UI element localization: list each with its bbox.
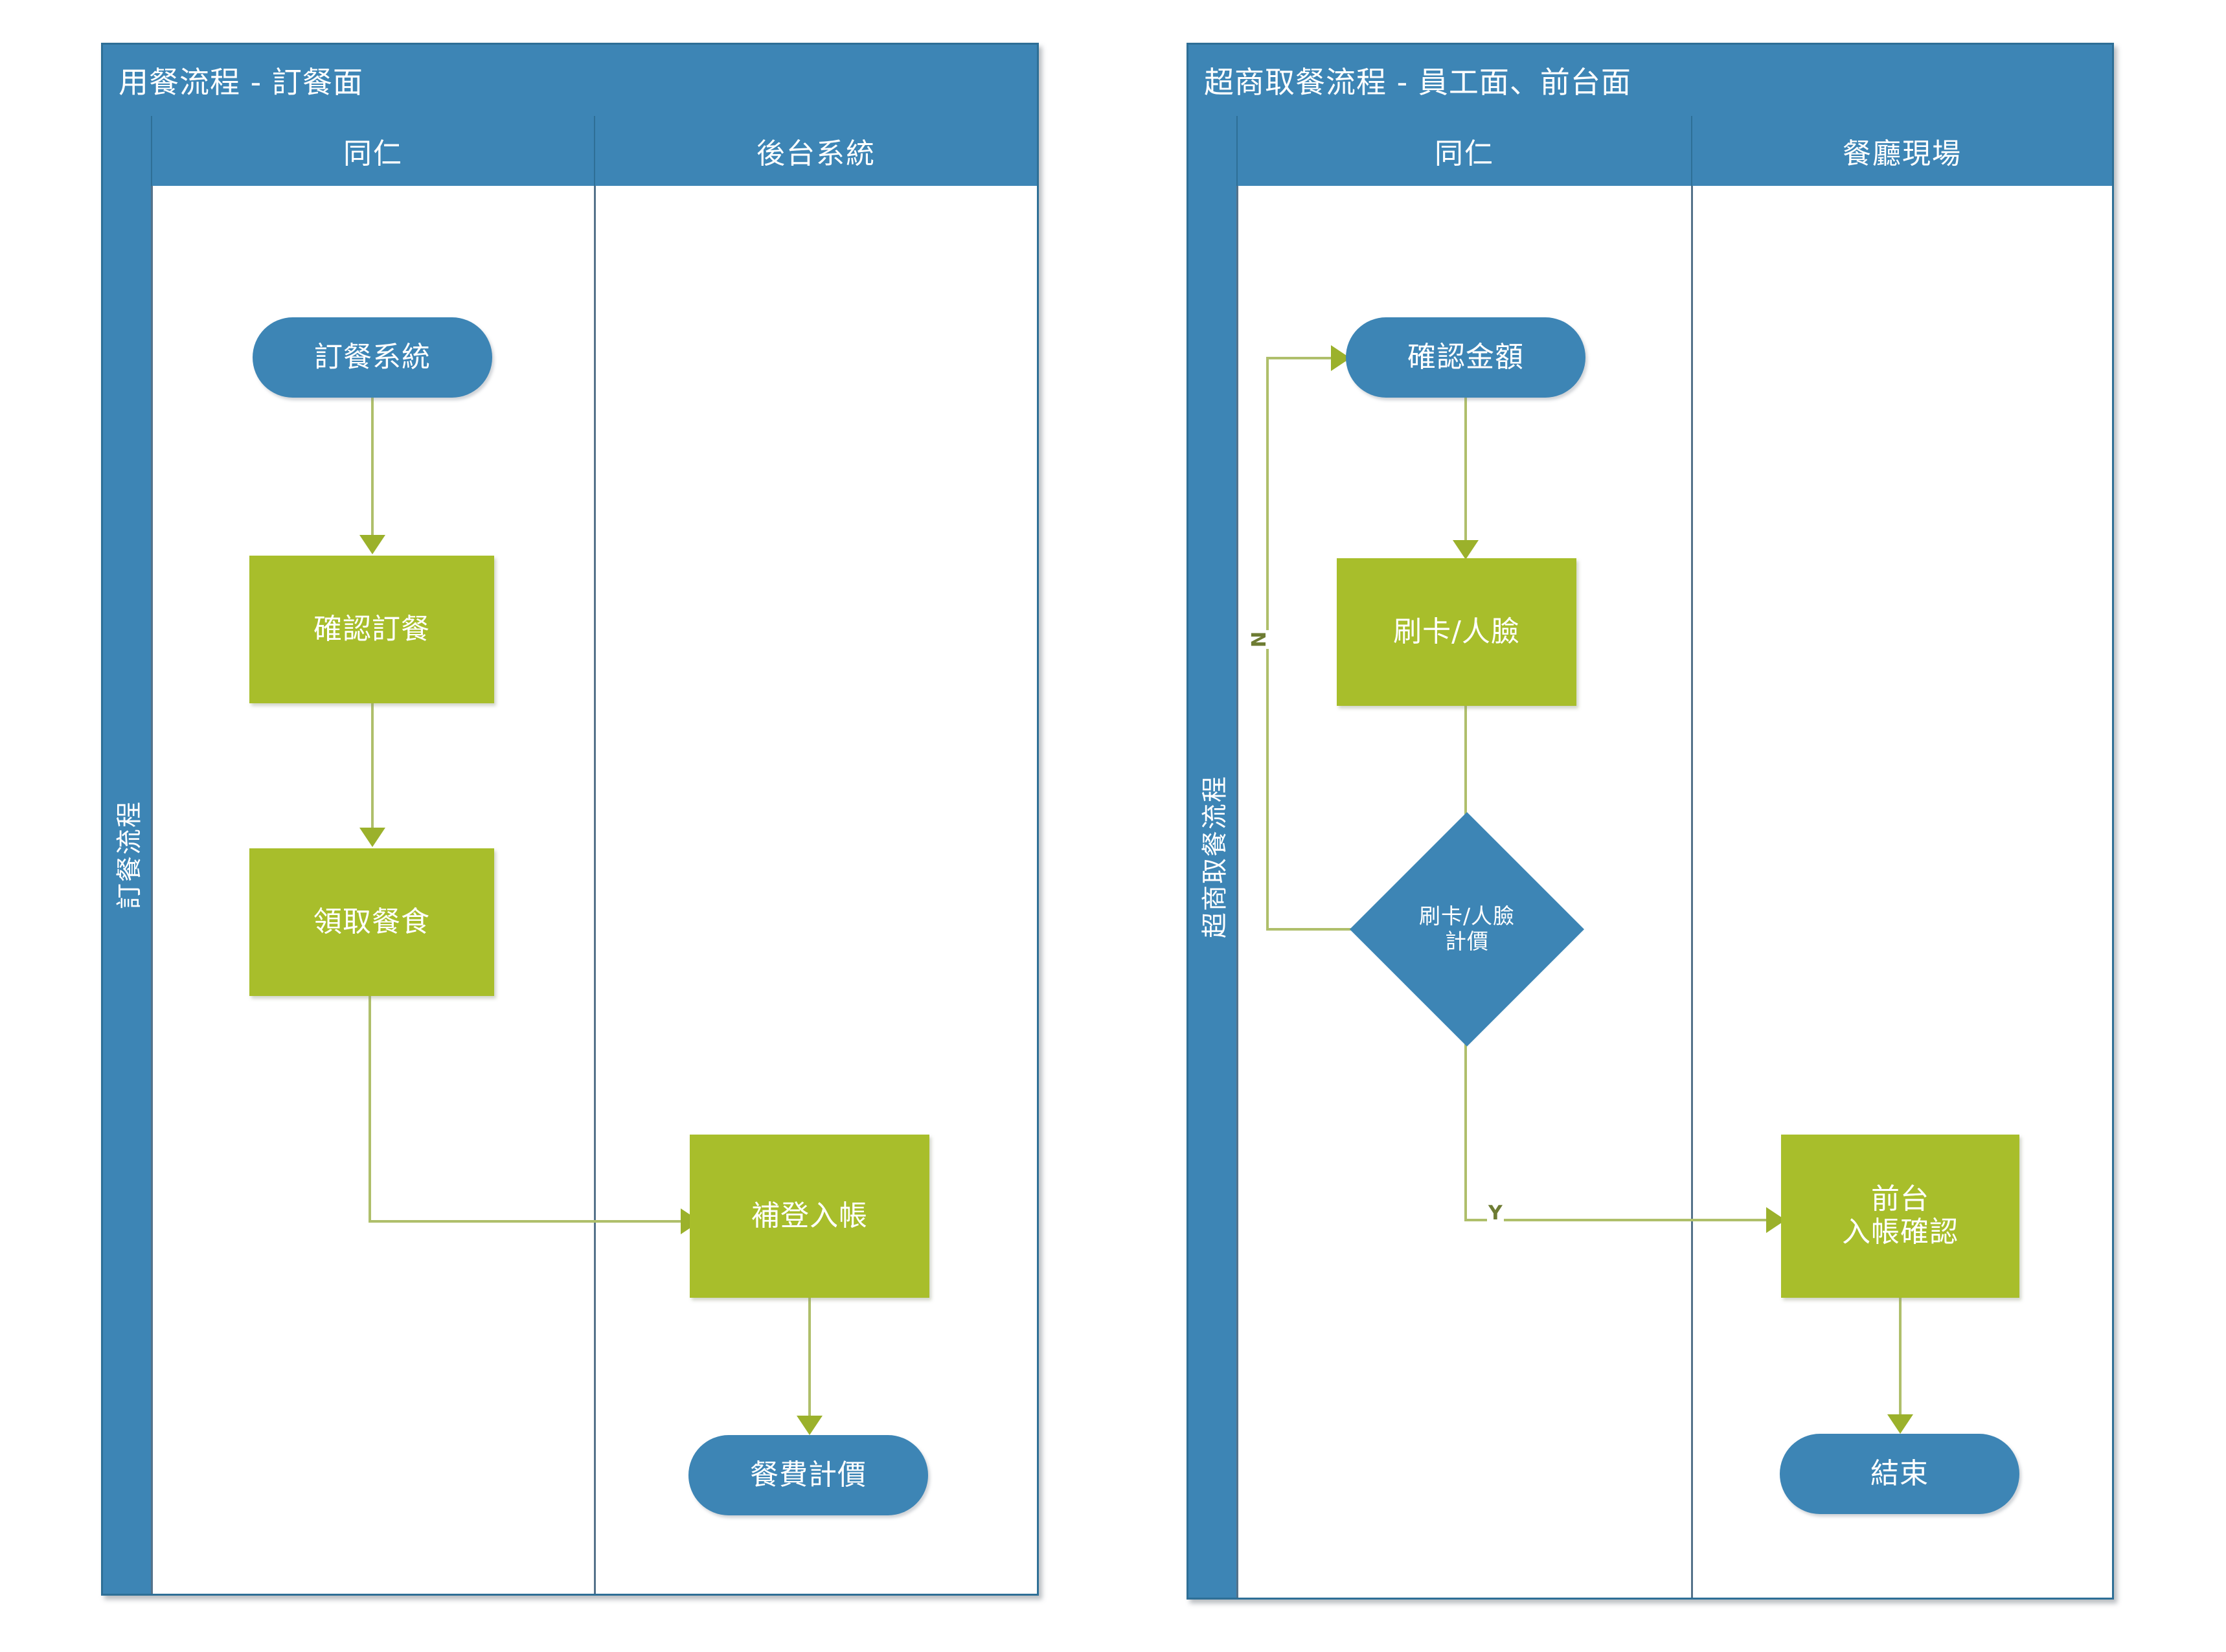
lane-header-backend-label: 後台系統: [756, 137, 876, 170]
pool-vertical-label-text-ordering: 訂餐流程: [115, 800, 144, 909]
lane-header-restaurant-label: 餐廳現場: [1843, 137, 1962, 170]
pool-title-convenience: 超商取餐流程 - 員工面、前台面: [1188, 45, 2112, 116]
node-collect-meal[interactable]: 領取餐食: [249, 848, 494, 996]
node-meal-fee-pricing[interactable]: 餐費計價: [688, 1435, 928, 1515]
node-confirm-amount[interactable]: 確認金額: [1346, 317, 1585, 398]
arrowhead-n1-n2: [359, 535, 385, 554]
lane-header-staff2: 同仁: [1236, 116, 1691, 186]
node-pricing-decision-line1: 刷卡/人臉: [1418, 903, 1516, 929]
branch-label-no: N: [1248, 629, 1271, 650]
pool-vertical-label-ordering: 訂餐流程: [103, 116, 151, 1594]
node-collect-meal-label: 領取餐食: [313, 905, 430, 938]
arrowhead-m4-m5: [1887, 1414, 1913, 1434]
pool-vertical-label-convenience: 超商取餐流程: [1188, 116, 1236, 1598]
connector-m4-m5: [1899, 1298, 1902, 1414]
node-confirm-order[interactable]: 確認訂餐: [249, 556, 494, 703]
lane-header-backend: 後台系統: [594, 116, 1037, 186]
node-swipe-card-face[interactable]: 刷卡/人臉: [1337, 558, 1576, 706]
node-end[interactable]: 結束: [1780, 1434, 2019, 1514]
node-pricing-decision-line2: 計價: [1445, 929, 1489, 954]
pool-title-ordering: 用餐流程 - 訂餐面: [103, 45, 1037, 116]
arrowhead-m1-m2: [1453, 540, 1479, 560]
node-pricing-decision-text: 刷卡/人臉 計價: [1418, 903, 1516, 955]
branch-label-yes: Y: [1487, 1202, 1504, 1225]
connector-m3-m1-bottom: [1266, 928, 1410, 931]
node-confirm-order-label: 確認訂餐: [313, 612, 430, 646]
connector-m3-m4-horizontal: [1464, 1219, 1766, 1221]
pool-ordering-flow: 用餐流程 - 訂餐面 訂餐流程 同仁 後台系統: [101, 43, 1039, 1596]
lane-header-staff: 同仁: [151, 116, 594, 186]
connector-n2-n3: [371, 703, 374, 828]
arrowhead-n2-n3: [359, 828, 385, 847]
pool-vertical-label-text-convenience: 超商取餐流程: [1200, 775, 1230, 938]
pool-convenience-store-flow: 超商取餐流程 - 員工面、前台面 超商取餐流程 同仁 餐廳現場: [1187, 43, 2114, 1600]
connector-m1-m2: [1464, 398, 1467, 540]
connector-n1-n2: [371, 398, 374, 535]
lane-header-staff2-label: 同仁: [1435, 137, 1494, 170]
node-ordering-system[interactable]: 訂餐系統: [253, 317, 492, 398]
lane-header-restaurant: 餐廳現場: [1691, 116, 2112, 186]
node-ordering-system-label: 訂餐系統: [314, 340, 431, 374]
connector-n4-n5: [808, 1298, 811, 1416]
connector-m3-m1-top: [1266, 357, 1331, 359]
connector-n3-n4-horizontal: [369, 1220, 681, 1223]
node-pricing-decision[interactable]: 刷卡/人臉 計價: [1344, 811, 1590, 1047]
node-front-desk-line1: 前台: [1871, 1182, 1929, 1216]
arrowhead-n4-n5: [797, 1416, 823, 1435]
lane-body-restaurant: [1691, 186, 2112, 1598]
node-front-desk-line2: 入帳確認: [1842, 1216, 1959, 1249]
node-swipe-card-face-label: 刷卡/人臉: [1393, 615, 1520, 648]
lane-header-staff-label: 同仁: [343, 137, 403, 170]
node-end-label: 結束: [1870, 1456, 1929, 1490]
node-meal-fee-pricing-label: 餐費計價: [750, 1458, 867, 1491]
connector-m3-m4-vertical: [1464, 1010, 1467, 1221]
node-front-desk-posting-confirm-text: 前台 入帳確認: [1842, 1183, 1959, 1249]
connector-m2-m3: [1464, 706, 1467, 829]
node-supplementary-posting[interactable]: 補登入帳: [690, 1135, 929, 1298]
lane-body-backend: [594, 186, 1037, 1594]
node-supplementary-posting-label: 補登入帳: [751, 1199, 868, 1232]
node-front-desk-posting-confirm[interactable]: 前台 入帳確認: [1781, 1135, 2019, 1298]
connector-n3-n4-vertical: [369, 996, 371, 1223]
node-confirm-amount-label: 確認金額: [1407, 340, 1524, 374]
